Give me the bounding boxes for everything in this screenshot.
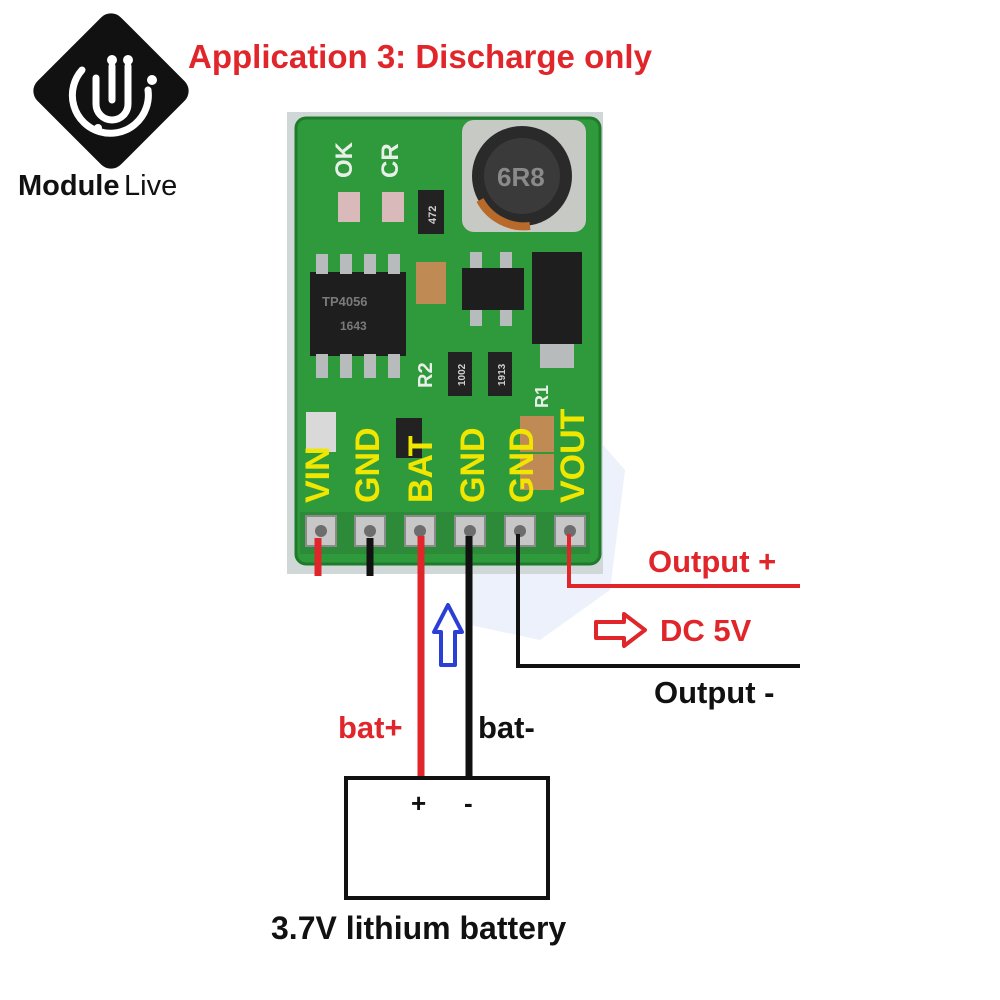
output-minus-label: Output - <box>654 675 775 710</box>
ic-marking-1: TP4056 <box>322 294 368 309</box>
battery-outline <box>344 776 550 900</box>
led-cr <box>382 192 404 222</box>
output-direction-arrow-icon <box>594 612 647 648</box>
ic-chip-main: TP4056 1643 <box>310 254 406 378</box>
logo: Module Live <box>18 13 189 202</box>
resistor-1913-label: 1913 <box>497 363 508 386</box>
pin-label-vout: VOUT <box>554 408 592 503</box>
silk-r1-label: R1 <box>532 385 552 408</box>
dc-voltage-label: DC 5V <box>660 613 752 648</box>
sot-transistor <box>462 252 524 326</box>
battery-minus-sign: - <box>464 788 473 818</box>
battery-label: 3.7V lithium battery <box>271 910 566 946</box>
pin-labels: VIN GND BAT GND GND VOUT <box>299 408 592 503</box>
capacitor-vin <box>306 412 336 452</box>
inductor: 6R8 <box>462 120 586 232</box>
pin-label-gnd-2: GND <box>454 427 492 503</box>
capacitor-small <box>416 262 446 304</box>
silk-cr-label: CR <box>377 143 404 178</box>
resistor-472-label: 472 <box>427 206 439 224</box>
logo-text-module: Module <box>18 170 120 202</box>
current-direction-arrow-icon <box>432 603 464 667</box>
pin-label-gnd-3: GND <box>503 427 541 503</box>
capacitor-bat <box>396 418 422 458</box>
pcb-edge <box>294 116 602 566</box>
wire-output-minus <box>516 534 800 668</box>
resistor-472 <box>418 190 444 234</box>
diode <box>532 252 582 368</box>
bat-plus-label: bat+ <box>338 710 403 745</box>
page-title: Application 3: Discharge only <box>188 38 653 75</box>
battery-plus-sign: + <box>411 788 426 818</box>
output-plus-label: Output + <box>648 544 776 579</box>
wire-output-plus <box>567 534 800 588</box>
led-ok <box>338 192 360 222</box>
silk-ok-label: OK <box>331 141 358 178</box>
logo-text-live: Live <box>124 170 177 202</box>
pin-label-gnd-1: GND <box>349 427 387 503</box>
pcb-board: 6R8 OK CR 472 TP4056 1643 <box>287 112 603 574</box>
capacitor-out-2 <box>520 454 554 490</box>
inductor-marking: 6R8 <box>497 162 545 192</box>
pin-label-vin: VIN <box>299 446 337 503</box>
capacitor-out-1 <box>520 416 554 452</box>
battery: + - <box>344 776 550 900</box>
resistor-1913 <box>488 352 512 396</box>
pin-label-bat: BAT <box>402 435 440 503</box>
resistor-1002-label: 1002 <box>457 363 468 386</box>
header-pins <box>300 512 590 554</box>
moduleLive-circuit-logo-icon <box>68 55 157 137</box>
bat-minus-label: bat- <box>478 710 535 745</box>
silk-r2-label: R2 <box>415 362 437 388</box>
ic-marking-2: 1643 <box>340 319 367 333</box>
resistor-1002 <box>448 352 472 396</box>
